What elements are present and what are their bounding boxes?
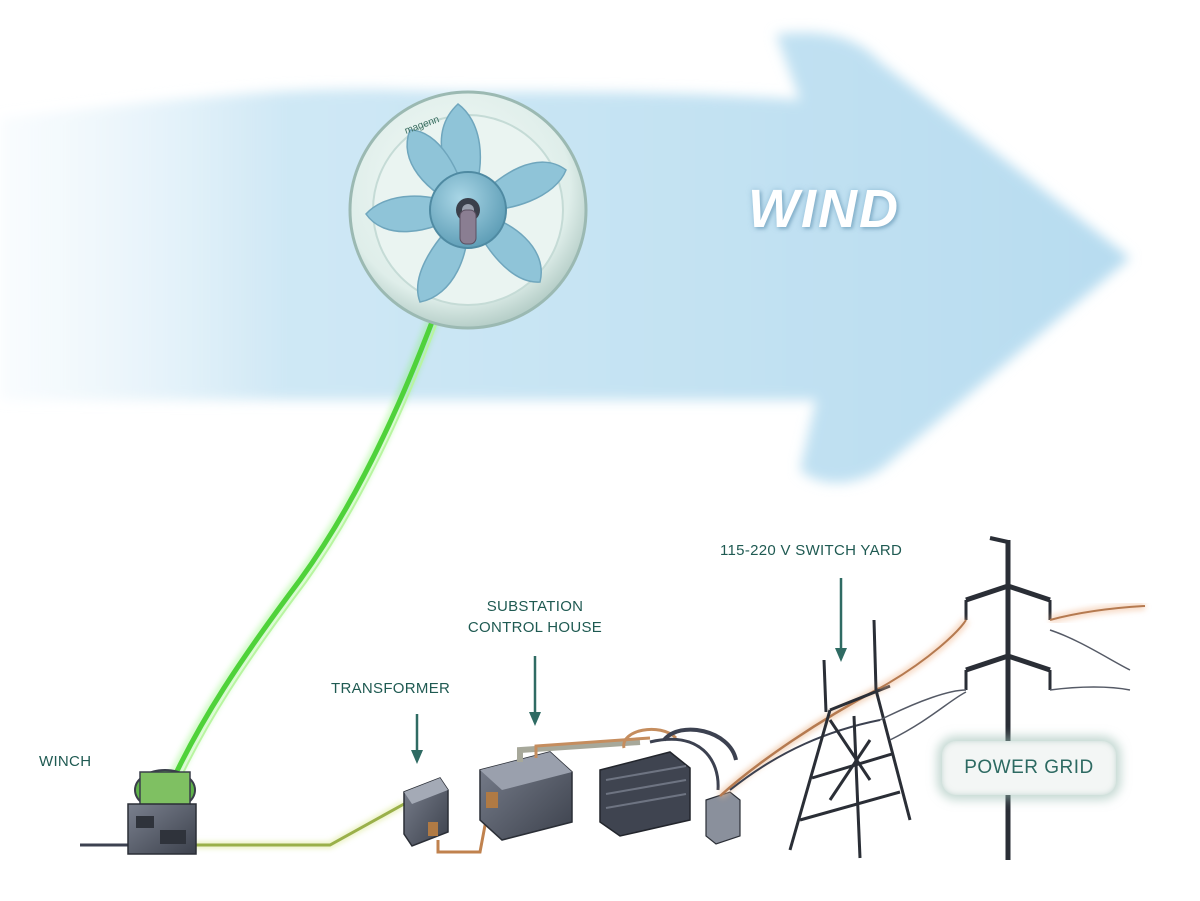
- magenn-turbine: [348, 90, 588, 330]
- tether-cable: [162, 237, 468, 793]
- substation-control-house: [479, 736, 651, 841]
- label-substation-line1: SUBSTATION: [486, 598, 584, 615]
- switch-yard-tower: [788, 619, 912, 859]
- label-transformer: TRANSFORMER: [331, 680, 451, 697]
- winch: [127, 769, 197, 855]
- label-power-grid: POWER GRID: [964, 757, 1094, 778]
- label-substation: SUBSTATION CONTROL HOUSE: [450, 596, 620, 638]
- label-switch-yard: 115-220 V SWITCH YARD: [720, 542, 903, 559]
- power-lines: [878, 602, 1146, 741]
- label-substation-line2: CONTROL HOUSE: [467, 619, 603, 636]
- power-grid-pylon: [964, 536, 1052, 860]
- arrow-transformer: [411, 714, 423, 764]
- wind-label: WIND: [748, 179, 900, 239]
- label-winch: WINCH: [39, 753, 92, 770]
- transformer: [403, 777, 449, 847]
- arrow-switch-yard: [835, 578, 847, 662]
- pointer-arrows: [411, 578, 847, 764]
- arrow-substation: [529, 656, 541, 726]
- ground-cable: [80, 801, 488, 854]
- power-transformer: [599, 727, 738, 837]
- power-grid-badge: POWER GRID: [942, 741, 1116, 795]
